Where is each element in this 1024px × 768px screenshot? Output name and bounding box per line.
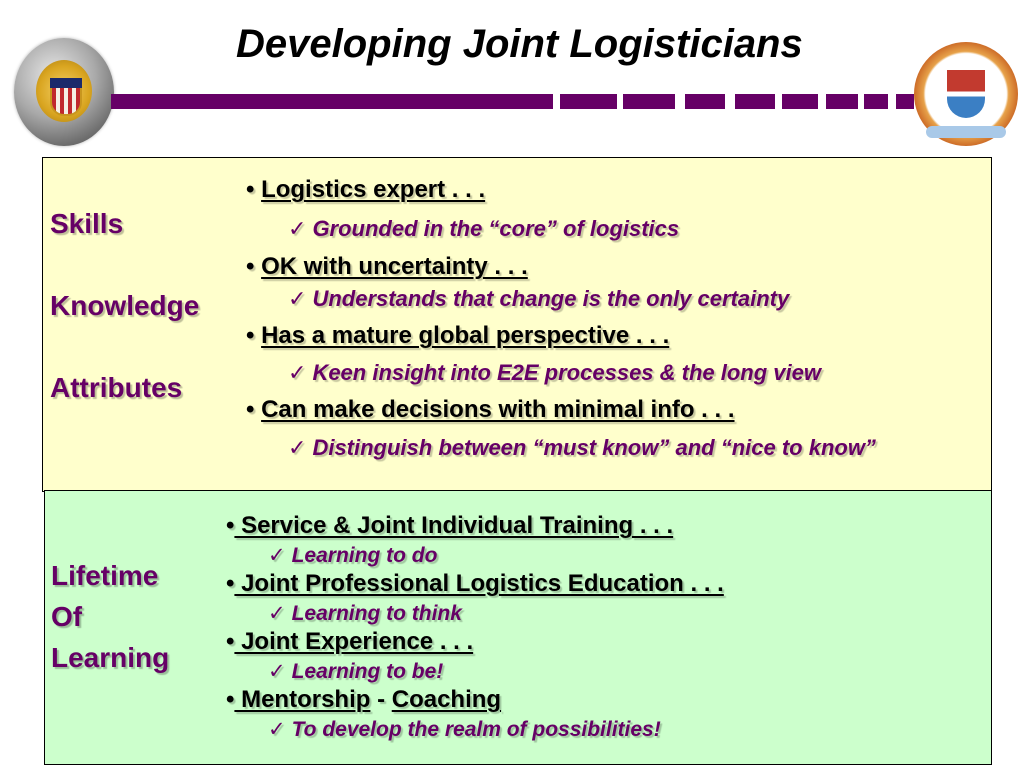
bottom-item-title: Joint Experience . . . — [234, 628, 474, 655]
label-lifetime: Lifetime — [51, 560, 159, 591]
bottom-item-title: Joint Professional Logistics Education .… — [234, 570, 724, 597]
mentorship-title: Mentorship — [234, 686, 371, 713]
bottom-item-4-detail: ✓To develop the realm of possibilities! — [268, 717, 661, 742]
top-item-3-detail: ✓Keen insight into E2E processes & the l… — [288, 360, 821, 386]
header-bar-segment — [864, 94, 888, 109]
checkmark-icon: ✓ — [268, 718, 286, 741]
checkmark-icon: ✓ — [288, 360, 307, 385]
bullet-dot: • — [246, 176, 255, 203]
top-item-title: Has a mature global perspective . . . — [261, 322, 670, 349]
bottom-item-1: • Service & Joint Individual Training . … — [226, 512, 673, 540]
bullet-dot: • — [246, 322, 255, 349]
checkmark-icon: ✓ — [268, 544, 286, 567]
checkmark-icon: ✓ — [288, 286, 307, 311]
header-bar-segment — [782, 94, 818, 109]
label-learning: Learning — [51, 642, 170, 673]
label-knowledge: Knowledge — [50, 290, 200, 321]
header-bar-segment — [685, 94, 725, 109]
seal-shield-chief — [50, 78, 82, 88]
detail-text: Keen insight into E2E processes & the lo… — [312, 360, 821, 385]
top-item-title: Logistics expert . . . — [261, 176, 486, 203]
checkmark-icon: ✓ — [288, 435, 307, 460]
title-separator: - — [370, 686, 392, 713]
top-item-title: OK with uncertainty . . . — [261, 253, 528, 280]
top-item-1: • Logistics expert . . . — [246, 176, 485, 204]
header-bar-segment — [735, 94, 775, 109]
bottom-item-3: • Joint Experience . . . — [226, 628, 473, 656]
detail-text: Learning to think — [291, 602, 462, 625]
bottom-item-4: • Mentorship - Coaching — [226, 686, 501, 714]
bullet-dot: • — [226, 570, 235, 597]
joint-chiefs-of-staff-seal-icon — [14, 38, 114, 146]
top-item-3: • Has a mature global perspective . . . — [246, 322, 669, 350]
lifetime-of-learning-panel — [44, 490, 992, 765]
top-item-4: • Can make decisions with minimal info .… — [246, 396, 735, 424]
checkmark-icon: ✓ — [288, 216, 307, 241]
top-item-2: • OK with uncertainty . . . — [246, 253, 528, 281]
header-bar-segment — [896, 94, 914, 109]
bottom-item-2: • Joint Professional Logistics Education… — [226, 570, 724, 598]
bottom-item-3-detail: ✓Learning to be! — [268, 659, 443, 684]
detail-text: Distinguish between “must know” and “nic… — [312, 435, 876, 460]
label-attributes: Attributes — [50, 372, 183, 403]
header-bar-segment — [623, 94, 675, 109]
checkmark-icon: ✓ — [268, 660, 286, 683]
header-bar-segment — [560, 94, 617, 109]
bottom-item-title: Service & Joint Individual Training . . … — [234, 512, 674, 539]
detail-text: Understands that change is the only cert… — [312, 286, 790, 311]
top-item-2-detail: ✓Understands that change is the only cer… — [288, 286, 789, 312]
top-item-title: Can make decisions with minimal info . .… — [261, 396, 735, 423]
header-bar-solid — [111, 94, 553, 109]
checkmark-icon: ✓ — [268, 602, 286, 625]
top-item-1-detail: ✓Grounded in the “core” of logistics — [288, 216, 679, 242]
bullet-dot: • — [226, 512, 235, 539]
bottom-item-2-detail: ✓Learning to think — [268, 601, 462, 626]
detail-text: Learning to do — [291, 544, 438, 567]
college-shield-icon — [947, 70, 985, 118]
detail-text: To develop the realm of possibilities! — [291, 718, 661, 741]
slide-title: Developing Joint Logisticians — [236, 22, 803, 66]
label-skills: Skills — [50, 208, 124, 239]
detail-text: Learning to be! — [291, 660, 444, 683]
bullet-dot: • — [226, 686, 235, 713]
top-item-4-detail: ✓Distinguish between “must know” and “ni… — [288, 435, 876, 461]
bullet-dot: • — [246, 253, 255, 280]
label-of: Of — [51, 601, 83, 632]
bullet-dot: • — [246, 396, 255, 423]
coaching-title: Coaching — [391, 686, 502, 713]
joint-forces-staff-college-seal-icon — [914, 42, 1018, 146]
header-bar-segment — [826, 94, 858, 109]
detail-text: Grounded in the “core” of logistics — [312, 216, 680, 241]
bullet-dot: • — [226, 628, 235, 655]
college-motto-banner — [926, 126, 1006, 138]
bottom-item-1-detail: ✓Learning to do — [268, 543, 437, 568]
